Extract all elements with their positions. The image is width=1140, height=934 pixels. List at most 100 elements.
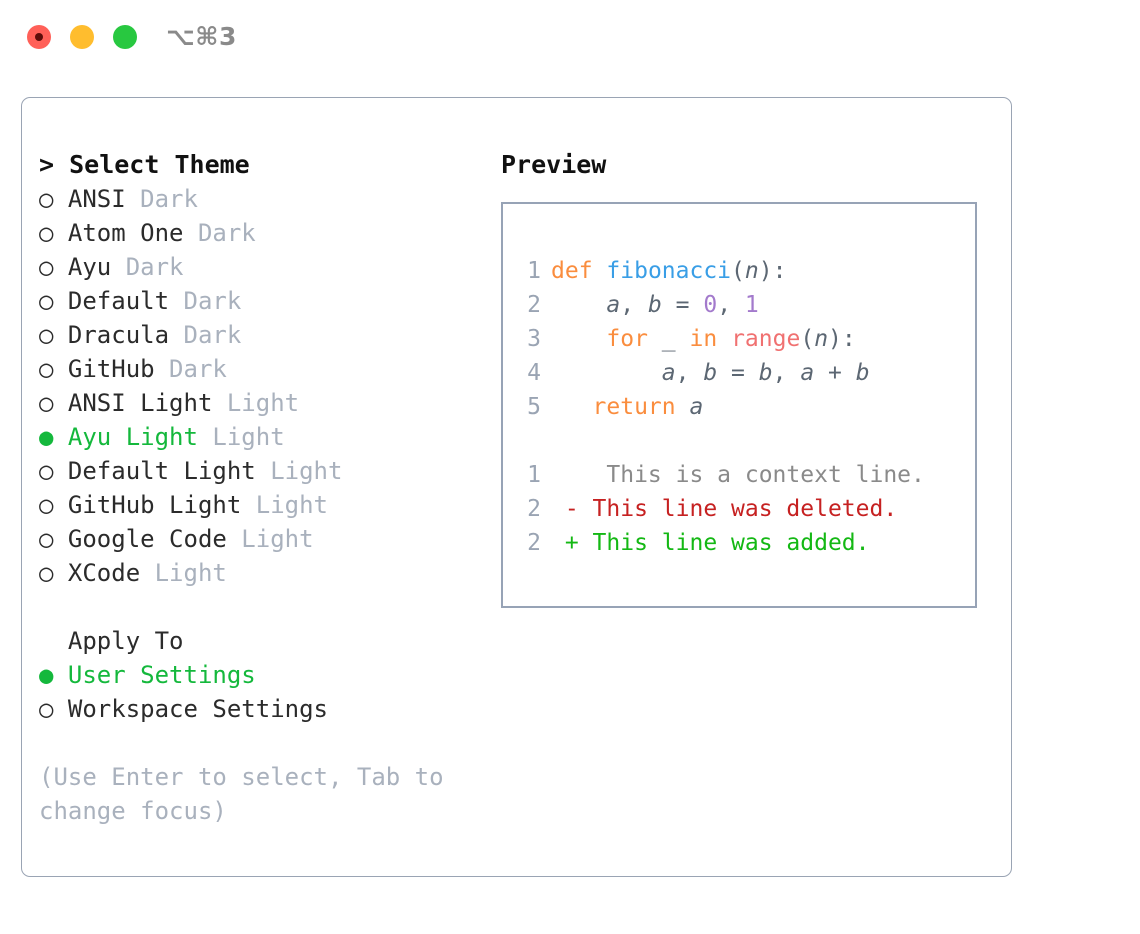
- theme-option-github[interactable]: ○ GitHub Dark: [39, 352, 499, 386]
- code-token-punc: [676, 326, 690, 352]
- radio-unselected-icon: ○: [39, 559, 54, 587]
- code-token-punc: [717, 326, 731, 352]
- theme-variant-tag: Dark: [183, 321, 242, 349]
- code-line: 5 return a: [517, 390, 925, 424]
- code-token-id: a: [606, 292, 621, 318]
- code-token-kw: def: [551, 258, 593, 284]
- radio-selected-icon: ●: [39, 661, 54, 689]
- radio-unselected-icon: ○: [39, 525, 54, 553]
- theme-name: Google Code: [53, 525, 242, 553]
- apply-to-option-user-settings[interactable]: ● User Settings: [39, 658, 499, 692]
- code-token-punc: ,: [717, 292, 745, 318]
- code-token-id: b: [703, 360, 718, 386]
- code-token-punc: (: [731, 258, 745, 284]
- code-token-id: _: [661, 326, 676, 352]
- theme-selector-panel: > Select Theme ○ ANSI Dark○ Atom One Dar…: [21, 97, 1012, 877]
- theme-option-xcode[interactable]: ○ XCode Light: [39, 556, 499, 590]
- code-token-punc: ,: [620, 292, 648, 318]
- keyboard-shortcut-label: ⌥⌘3: [166, 22, 237, 51]
- apply-to-list[interactable]: ● User Settings○ Workspace Settings: [39, 658, 499, 726]
- code-token-punc: [648, 326, 662, 352]
- diff-line-text: + This line was added.: [551, 530, 870, 556]
- apply-to-label: User Settings: [53, 661, 256, 689]
- code-token-id: a: [661, 360, 676, 386]
- preview-title: Preview: [501, 150, 607, 179]
- maximize-window-button[interactable]: [113, 25, 137, 49]
- radio-unselected-icon: ○: [39, 287, 54, 315]
- code-line-number: 4: [527, 360, 541, 386]
- theme-option-google-code[interactable]: ○ Google Code Light: [39, 522, 499, 556]
- code-token-punc: ):: [828, 326, 856, 352]
- theme-name: XCode: [53, 559, 155, 587]
- diff-line-add: 2 + This line was added.: [517, 526, 925, 560]
- radio-unselected-icon: ○: [39, 695, 54, 723]
- title-bar: ⌥⌘3: [0, 0, 1140, 78]
- diff-line-ctx: 1 This is a context line.: [517, 458, 925, 492]
- theme-name: Dracula: [53, 321, 184, 349]
- code-token-punc: [551, 326, 606, 352]
- theme-variant-tag: Dark: [197, 219, 256, 247]
- theme-name: Default Light: [53, 457, 271, 485]
- theme-variant-tag: Dark: [169, 355, 227, 383]
- theme-name: Default: [53, 287, 184, 315]
- theme-option-github-light[interactable]: ○ GitHub Light Light: [39, 488, 499, 522]
- apply-to-option-workspace-settings[interactable]: ○ Workspace Settings: [39, 692, 499, 726]
- radio-unselected-icon: ○: [39, 457, 54, 485]
- code-token-id: b: [647, 292, 662, 318]
- theme-variant-tag: Light: [226, 389, 300, 417]
- theme-option-ansi-light[interactable]: ○ ANSI Light Light: [39, 386, 499, 420]
- diff-line-del: 2 - This line was deleted.: [517, 492, 925, 526]
- theme-option-default[interactable]: ○ Default Dark: [39, 284, 499, 318]
- code-token-bi: range: [731, 326, 801, 352]
- code-token-kw: return: [592, 394, 676, 420]
- theme-option-atom-one[interactable]: ○ Atom One Dark: [39, 216, 499, 250]
- minimize-window-button[interactable]: [70, 25, 94, 49]
- theme-option-ansi[interactable]: ○ ANSI Dark: [39, 182, 499, 216]
- theme-name: GitHub Light: [53, 491, 256, 519]
- code-token-id: a: [689, 394, 704, 420]
- radio-unselected-icon: ○: [39, 219, 54, 247]
- keyboard-hint-text: (Use Enter to select, Tab to change focu…: [39, 763, 459, 825]
- theme-option-default-light[interactable]: ○ Default Light Light: [39, 454, 499, 488]
- theme-option-ayu-light[interactable]: ● Ayu Light Light: [39, 420, 499, 454]
- window-traffic-lights: [27, 25, 137, 49]
- code-token-kw: in: [689, 326, 718, 352]
- theme-list-column: > Select Theme ○ ANSI Dark○ Atom One Dar…: [39, 148, 499, 828]
- theme-list[interactable]: ○ ANSI Dark○ Atom One Dark○ Ayu Dark○ De…: [39, 182, 499, 590]
- code-token-id: a: [800, 360, 815, 386]
- code-token-punc: [551, 360, 662, 386]
- code-token-punc: [551, 292, 606, 318]
- code-token-punc: [593, 258, 607, 284]
- page-title: > Select Theme: [39, 150, 250, 179]
- code-line-number: 2: [527, 292, 541, 318]
- radio-unselected-icon: ○: [39, 185, 54, 213]
- theme-variant-tag: Dark: [140, 185, 198, 213]
- code-token-id: n: [744, 258, 759, 284]
- code-token-id: n: [814, 326, 829, 352]
- diff-line-number: 1: [527, 462, 541, 488]
- apply-to-heading: Apply To: [39, 627, 184, 655]
- code-token-fn: fibonacci: [606, 258, 732, 284]
- radio-unselected-icon: ○: [39, 321, 54, 349]
- diff-line-number: 2: [527, 530, 541, 556]
- close-window-button[interactable]: [27, 25, 51, 49]
- theme-variant-tag: Light: [255, 491, 328, 519]
- code-token-id: b: [855, 360, 870, 386]
- radio-selected-icon: ●: [39, 423, 54, 451]
- code-token-punc: ):: [758, 258, 787, 284]
- theme-name: Ayu Light: [53, 423, 213, 451]
- theme-name: Ayu: [53, 253, 126, 281]
- theme-option-dracula[interactable]: ○ Dracula Dark: [39, 318, 499, 352]
- code-token-punc: ,: [675, 360, 704, 386]
- radio-unselected-icon: ○: [39, 253, 54, 281]
- theme-option-ayu[interactable]: ○ Ayu Dark: [39, 250, 499, 284]
- theme-variant-tag: Light: [212, 423, 285, 451]
- code-token-kw: for: [606, 326, 648, 352]
- theme-variant-tag: Light: [241, 525, 314, 553]
- code-line-number: 5: [527, 394, 541, 420]
- radio-unselected-icon: ○: [39, 491, 54, 519]
- code-token-num: 1: [744, 292, 759, 318]
